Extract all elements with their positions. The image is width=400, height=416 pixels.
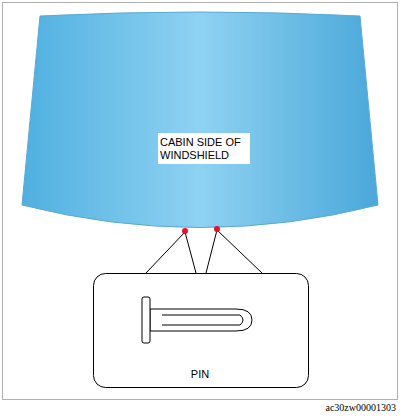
pin-location xyxy=(182,228,188,234)
pin-symbol xyxy=(142,297,252,343)
part-name: PIN xyxy=(150,368,250,381)
pin-location xyxy=(214,226,220,232)
callout-box xyxy=(94,274,309,388)
frame xyxy=(3,3,398,400)
area-label: CABIN SIDE OF WINDSHIELD xyxy=(158,133,250,164)
leader-lines xyxy=(146,230,262,273)
windshield xyxy=(22,12,378,228)
figure-code: ac30zw00001303 xyxy=(276,402,396,414)
